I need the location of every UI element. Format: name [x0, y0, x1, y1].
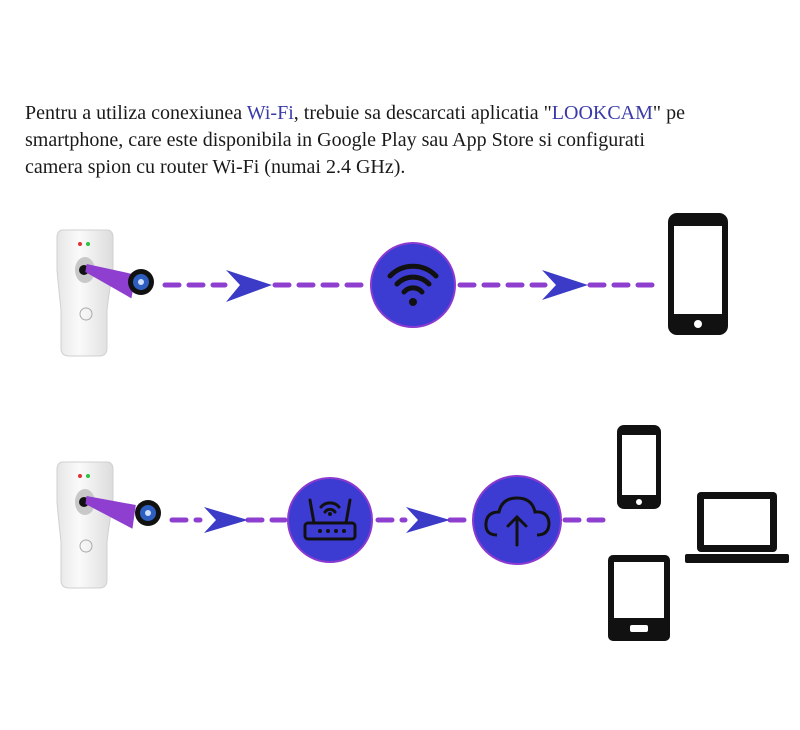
intro-line-2: smartphone, care este disponibila in Goo…: [25, 129, 645, 151]
wifi-highlight: Wi-Fi: [246, 102, 294, 124]
camera-lens-icon: [135, 500, 161, 526]
smartphone-icon: [668, 213, 728, 335]
laptop-icon: [685, 492, 789, 563]
tablet-icon: [608, 555, 670, 641]
text: " pe: [652, 102, 685, 124]
arrow-icon: [204, 270, 588, 533]
router-icon: [287, 477, 373, 563]
text: Pentru a utiliza conexiunea: [25, 102, 247, 124]
intro-line-1: Pentru a utiliza conexiunea Wi-Fi, trebu…: [25, 100, 785, 127]
intro-line-3: camera spion cu router Wi-Fi (numai 2.4 …: [25, 156, 406, 178]
cloud-upload-icon: [472, 475, 562, 565]
spy-camera-icon: [56, 229, 114, 357]
spy-camera-icon: [56, 461, 114, 589]
intro-text: Pentru a utiliza conexiunea Wi-Fi, trebu…: [25, 100, 785, 181]
connection-dashes: [162, 282, 663, 523]
camera-lens-icon: [128, 269, 154, 295]
wifi-icon: [370, 242, 456, 328]
smartphone-icon: [617, 425, 661, 509]
text: , trebuie sa descarcati aplicatia ": [293, 102, 552, 124]
app-name-highlight: LOOKCAM: [551, 102, 653, 124]
